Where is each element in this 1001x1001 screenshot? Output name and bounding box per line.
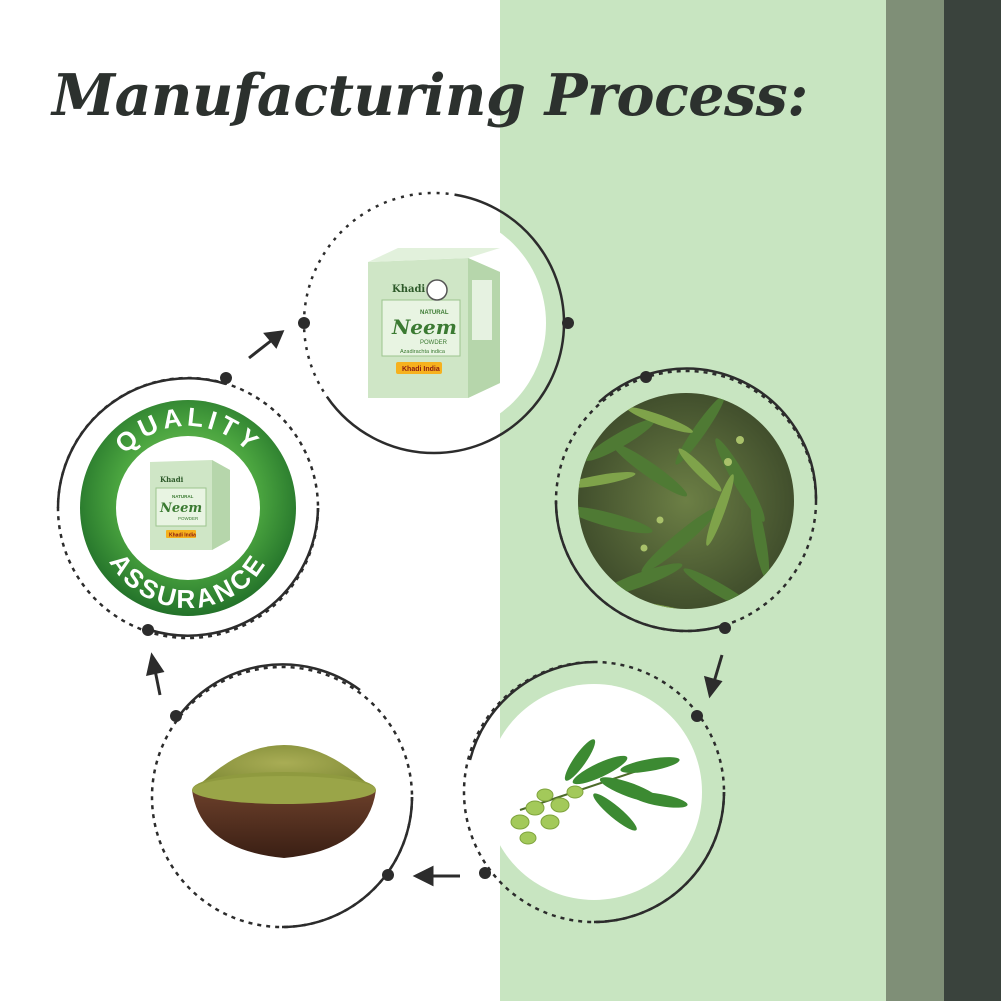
- step-product-pack: Khadi NATURAL Neem POWDER Azadirachta in…: [298, 191, 574, 455]
- node-dot: [719, 622, 731, 634]
- dark-green-stripe: [944, 0, 1001, 1001]
- arrow-icon: [146, 652, 165, 696]
- neem-powder-box: Khadi NATURAL Neem POWDER Azadirachta in…: [368, 248, 500, 398]
- node-dot: [479, 867, 491, 879]
- badge-product-box: Khadi NATURAL Neem POWDER Khadi India: [150, 460, 230, 550]
- neem-leaves-photo: [578, 395, 770, 609]
- box-latin: Azadirachta indica: [400, 349, 446, 355]
- badge-box-natural: NATURAL: [172, 494, 194, 499]
- mid-green-stripe: [886, 0, 944, 1001]
- badge-box-neem: Neem: [159, 501, 202, 516]
- node-dot: [142, 624, 154, 636]
- box-brand: Khadi: [392, 284, 425, 295]
- step-neem-fruit: [462, 660, 726, 924]
- badge-box-maker: Khadi India: [169, 533, 196, 539]
- box-powder: POWDER: [420, 340, 448, 346]
- box-neem: Neem: [391, 315, 457, 339]
- arrow-icon: [412, 865, 460, 887]
- neem-fruit-branch: [510, 739, 688, 845]
- badge-box-powder: POWDER: [178, 516, 199, 521]
- node-dot: [382, 869, 394, 881]
- brand-seal-icon: [426, 279, 448, 301]
- arrow-icon: [703, 654, 724, 699]
- arrow-icon: [248, 330, 285, 360]
- node-dot: [298, 317, 310, 329]
- node-dot: [220, 372, 232, 384]
- step-neem-leaves: [554, 367, 818, 634]
- neem-powder-bowl: [192, 745, 376, 858]
- node-dot: [170, 710, 182, 722]
- node-dot: [691, 710, 703, 722]
- flow-arrows: [146, 330, 724, 887]
- page-title: Manufacturing Process:: [52, 62, 808, 129]
- node-dot: [640, 371, 652, 383]
- step-neem-powder: [150, 663, 414, 929]
- step-quality-assurance: QUALITY ASSURANCE Khadi NATURAL Neem POW…: [56, 372, 320, 640]
- badge-box-brand: Khadi: [160, 475, 184, 484]
- box-natural: NATURAL: [420, 310, 449, 316]
- box-maker: Khadi India: [402, 366, 440, 373]
- node-dot: [562, 317, 574, 329]
